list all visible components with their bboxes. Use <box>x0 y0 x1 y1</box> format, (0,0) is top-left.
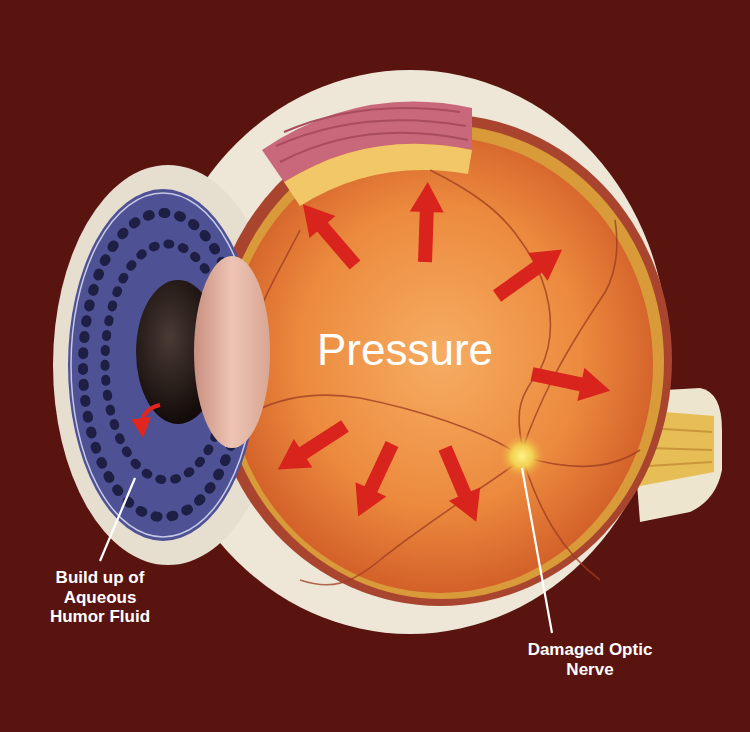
pressure-arrow <box>408 181 445 262</box>
yellow-layer <box>284 144 472 206</box>
vitreous-chamber <box>227 137 653 593</box>
pressure-label: Pressure <box>317 325 493 376</box>
pressure-arrow <box>290 193 368 276</box>
blood-vessel <box>430 170 550 445</box>
blood-vessel <box>300 462 518 585</box>
pressure-arrow <box>487 236 572 310</box>
sclera <box>152 70 668 634</box>
pressure-arrow <box>429 441 492 528</box>
blood-vessel <box>240 395 515 452</box>
lens <box>194 256 270 448</box>
flow-arrow <box>142 405 160 428</box>
pressure-arrow <box>269 412 355 484</box>
callout-label: Damaged Optic Nerve <box>520 640 660 679</box>
pressure-arrow <box>528 357 613 407</box>
blood-vessel <box>525 466 600 580</box>
leader-line <box>100 478 135 561</box>
callout-label: Build up of Aqueous Humor Fluid <box>41 568 159 627</box>
choroid <box>208 114 672 606</box>
retina <box>220 125 664 599</box>
leader-line <box>522 468 552 633</box>
pressure-arrow <box>343 437 408 524</box>
